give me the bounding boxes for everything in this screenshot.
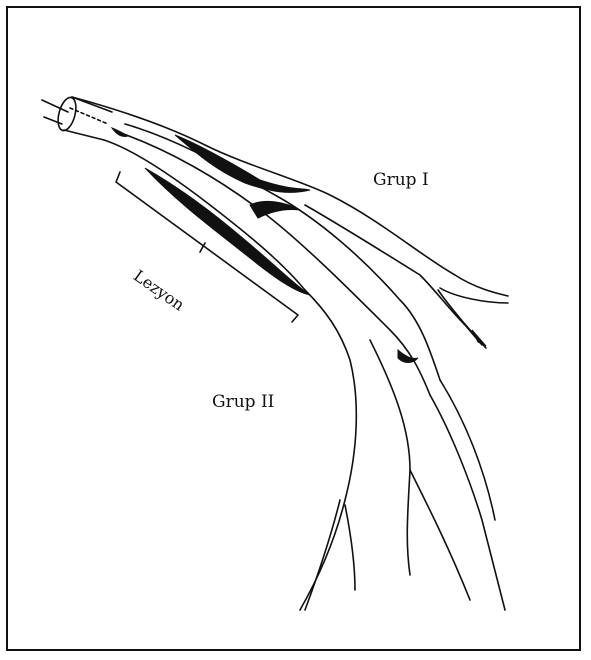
lesion-bracket xyxy=(116,172,298,322)
grup-2-label: Grup II xyxy=(212,392,274,412)
catheter-body xyxy=(64,97,112,140)
catheter-tip xyxy=(55,96,79,133)
plaque-upper xyxy=(175,135,310,192)
grup2-right-wall xyxy=(370,340,410,575)
grup-1-label: Grup I xyxy=(373,170,429,190)
grup2-left-wall xyxy=(300,290,356,610)
main-vessel-upper-wall xyxy=(72,97,508,296)
plaque-branch xyxy=(250,201,300,218)
